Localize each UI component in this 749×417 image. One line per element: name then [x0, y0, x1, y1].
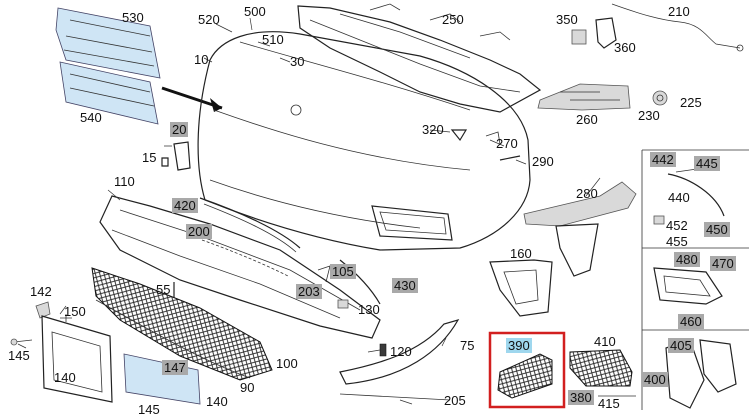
callout-130[interactable]: 130: [358, 302, 380, 317]
callout-540[interactable]: 540: [80, 110, 102, 125]
callout-452[interactable]: 452: [666, 218, 688, 233]
callout-210[interactable]: 210: [668, 4, 690, 19]
callout-260[interactable]: 260: [576, 112, 598, 127]
callout-15[interactable]: 15: [142, 150, 157, 165]
callout-350[interactable]: 350: [556, 12, 578, 27]
callout-410[interactable]: 410: [594, 334, 616, 349]
callout-203[interactable]: 203: [296, 284, 322, 299]
callout-200[interactable]: 200: [186, 224, 212, 239]
callout-110[interactable]: 110: [114, 174, 135, 189]
carrier-upper: [297, 5, 542, 113]
callout-280[interactable]: 280: [576, 186, 598, 201]
callout-140-left[interactable]: 140: [54, 370, 76, 385]
callout-360[interactable]: 360: [614, 40, 636, 55]
callout-400[interactable]: 400: [642, 372, 668, 387]
callout-445[interactable]: 445: [694, 156, 720, 171]
callout-120[interactable]: 120: [390, 344, 412, 359]
plate-bracket: [41, 315, 113, 403]
callout-450[interactable]: 450: [704, 222, 730, 237]
callout-150[interactable]: 150: [64, 304, 86, 319]
callout-230[interactable]: 230: [638, 108, 660, 123]
callout-480[interactable]: 480: [674, 252, 700, 267]
callout-105[interactable]: 105: [330, 264, 356, 279]
callout-20[interactable]: 20: [170, 122, 189, 137]
callout-440[interactable]: 440: [668, 190, 690, 205]
callout-430[interactable]: 430: [392, 278, 418, 293]
callout-250[interactable]: 250: [442, 12, 464, 27]
side-grille-160: [489, 259, 553, 317]
callout-55[interactable]: 55: [156, 282, 171, 297]
callout-10[interactable]: 10: [194, 52, 209, 67]
callout-415[interactable]: 415: [598, 396, 620, 411]
callout-75[interactable]: 75: [460, 338, 475, 353]
bumper-cover: [197, 31, 531, 251]
callout-290[interactable]: 290: [532, 154, 554, 169]
callout-460[interactable]: 460: [678, 314, 704, 329]
callout-160[interactable]: 160: [510, 246, 532, 261]
callout-500[interactable]: 500: [244, 4, 266, 19]
callout-420[interactable]: 420: [172, 198, 198, 213]
callout-455[interactable]: 455: [666, 234, 688, 249]
callout-442[interactable]: 442: [650, 152, 676, 167]
lower-grille: [91, 267, 273, 381]
absorber-upper: [55, 7, 161, 79]
callout-320[interactable]: 320: [422, 122, 444, 137]
callout-145[interactable]: 145: [8, 348, 30, 363]
callout-100[interactable]: 100: [276, 356, 298, 371]
callout-510[interactable]: 510: [262, 32, 284, 47]
callout-147[interactable]: 147: [162, 360, 188, 375]
callout-405[interactable]: 405: [668, 338, 694, 353]
callout-390[interactable]: 390: [506, 338, 532, 353]
bracket-260: [537, 83, 631, 111]
callout-90[interactable]: 90: [240, 380, 255, 395]
callout-270[interactable]: 270: [496, 136, 518, 151]
callout-470[interactable]: 470: [710, 256, 736, 271]
callout-520[interactable]: 520: [198, 12, 220, 27]
selected-part-390: [497, 353, 553, 399]
callout-30[interactable]: 30: [290, 54, 305, 69]
selection-frame: [488, 331, 566, 409]
callout-142[interactable]: 142: [30, 284, 52, 299]
callout-140-bottom[interactable]: 140: [206, 394, 228, 409]
callout-530[interactable]: 530: [122, 10, 144, 25]
callout-380[interactable]: 380: [568, 390, 594, 405]
callout-225[interactable]: 225: [680, 95, 702, 110]
callout-205[interactable]: 205: [444, 393, 466, 408]
